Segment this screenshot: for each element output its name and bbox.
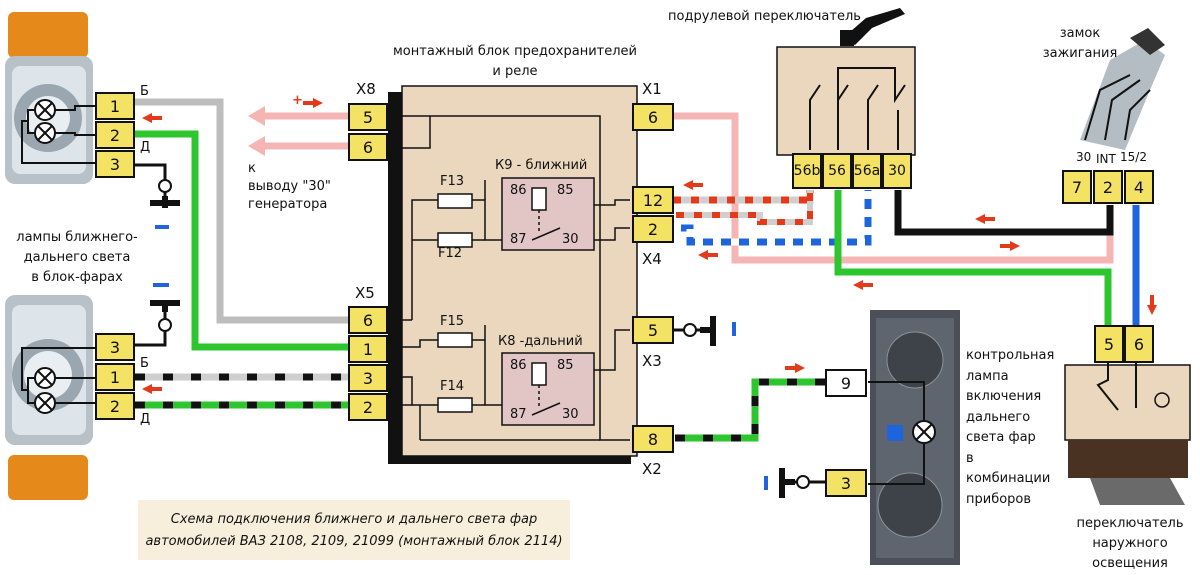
x5-pin-1: 1 [348,335,388,363]
connector-x3-label: X3 [642,352,662,370]
fuse-f13-label: F13 [440,174,465,189]
steer-pin-56a: 56a [852,153,882,189]
x2-pin-8: 8 [632,425,674,453]
relay-k8-pin: 30 [562,407,579,422]
wire-letter-d: Д [140,412,151,427]
steer-pin-56b: 56b [792,153,822,189]
relay-k9-pin: 86 [510,183,527,198]
lamp-bot-pin-2: 2 [95,392,135,420]
ignition-switch [1080,28,1165,150]
ign-pin-4: 4 [1124,170,1154,204]
connector-x4-label: X4 [642,250,662,268]
x8-pin-5: 5 [348,103,388,131]
connector-x5-label: X5 [355,284,375,302]
caption-line-1: Схема подключения ближнего и дальнего св… [170,512,538,527]
ground-symbol [764,468,825,498]
x4-pin-12: 12 [632,186,674,214]
relay-k9-pin: 30 [562,232,579,247]
relay-k8-pin: 86 [510,358,527,373]
lamp-bot-pin-3: 3 [95,333,135,361]
ign-label-30: 30 [1076,150,1092,164]
wire-letter-b: Б [140,356,149,371]
steering-switch-label: подрулевой переключатель [668,9,861,24]
x4-pin-2: 2 [632,215,674,243]
outer-lights-switch [1064,358,1191,505]
wire-letter-d: Д [140,140,151,155]
lamp-top-pin-1: 1 [95,92,135,120]
ign-pin-7: 7 [1062,170,1092,204]
x1-pin-6: 6 [632,103,674,131]
lamp-top-pin-2: 2 [95,121,135,149]
relay-k8-pin: 87 [510,407,527,422]
ign-label-int: INT [1096,152,1116,166]
fuse-f14-label: F14 [440,379,465,394]
cluster-pin-3: 3 [825,469,867,497]
relay-k8-label: К8 -дальний [498,334,583,349]
outer-pin-5: 5 [1094,325,1124,363]
plus-sign: + [292,93,303,108]
relay-k8-pin: 85 [557,358,574,373]
x5-pin-6: 6 [348,306,388,334]
ground-symbol [150,283,180,332]
lamp-top-pin-3: 3 [95,150,135,178]
fuse-f12-label: F12 [438,246,463,261]
headlamp-top [5,12,93,184]
ground-symbol [673,316,736,346]
steer-pin-30: 30 [882,153,912,189]
x5-pin-2: 2 [348,393,388,421]
relay-k9-pin: 85 [557,183,574,198]
fuse-f15-label: F15 [440,314,465,329]
lamp-symbol [21,99,95,164]
instrument-cluster [868,310,960,565]
lamp-bot-pin-1: 1 [95,363,135,391]
steering-column-switch [776,8,916,156]
ground-symbol [150,179,180,229]
connector-x8-label: X8 [356,80,376,98]
caption-line-2: автомобилей ВАЗ 2108, 2109, 21099 (монта… [145,534,563,549]
connector-x1-label: X1 [642,80,662,98]
x5-pin-3: 3 [348,364,388,392]
x8-pin-6: 6 [348,133,388,161]
x3-pin-5: 5 [632,316,674,344]
steer-pin-56: 56 [822,153,852,189]
ign-label-15-2: 15/2 [1120,150,1147,164]
direction-arrows [142,98,1157,394]
relay-k9-pin: 87 [510,232,527,247]
caption-box: Схема подключения ближнего и дальнего св… [138,500,570,560]
cluster-pin-9: 9 [825,369,867,397]
relay-k9-label: К9 - ближний [495,158,588,173]
connector-x2-label: X2 [642,460,662,478]
ign-pin-2: 2 [1093,170,1123,204]
wire-letter-b: Б [140,84,149,99]
outer-pin-6: 6 [1124,325,1154,363]
lamp-symbol [21,347,95,414]
fuse-relay-block [388,85,638,464]
